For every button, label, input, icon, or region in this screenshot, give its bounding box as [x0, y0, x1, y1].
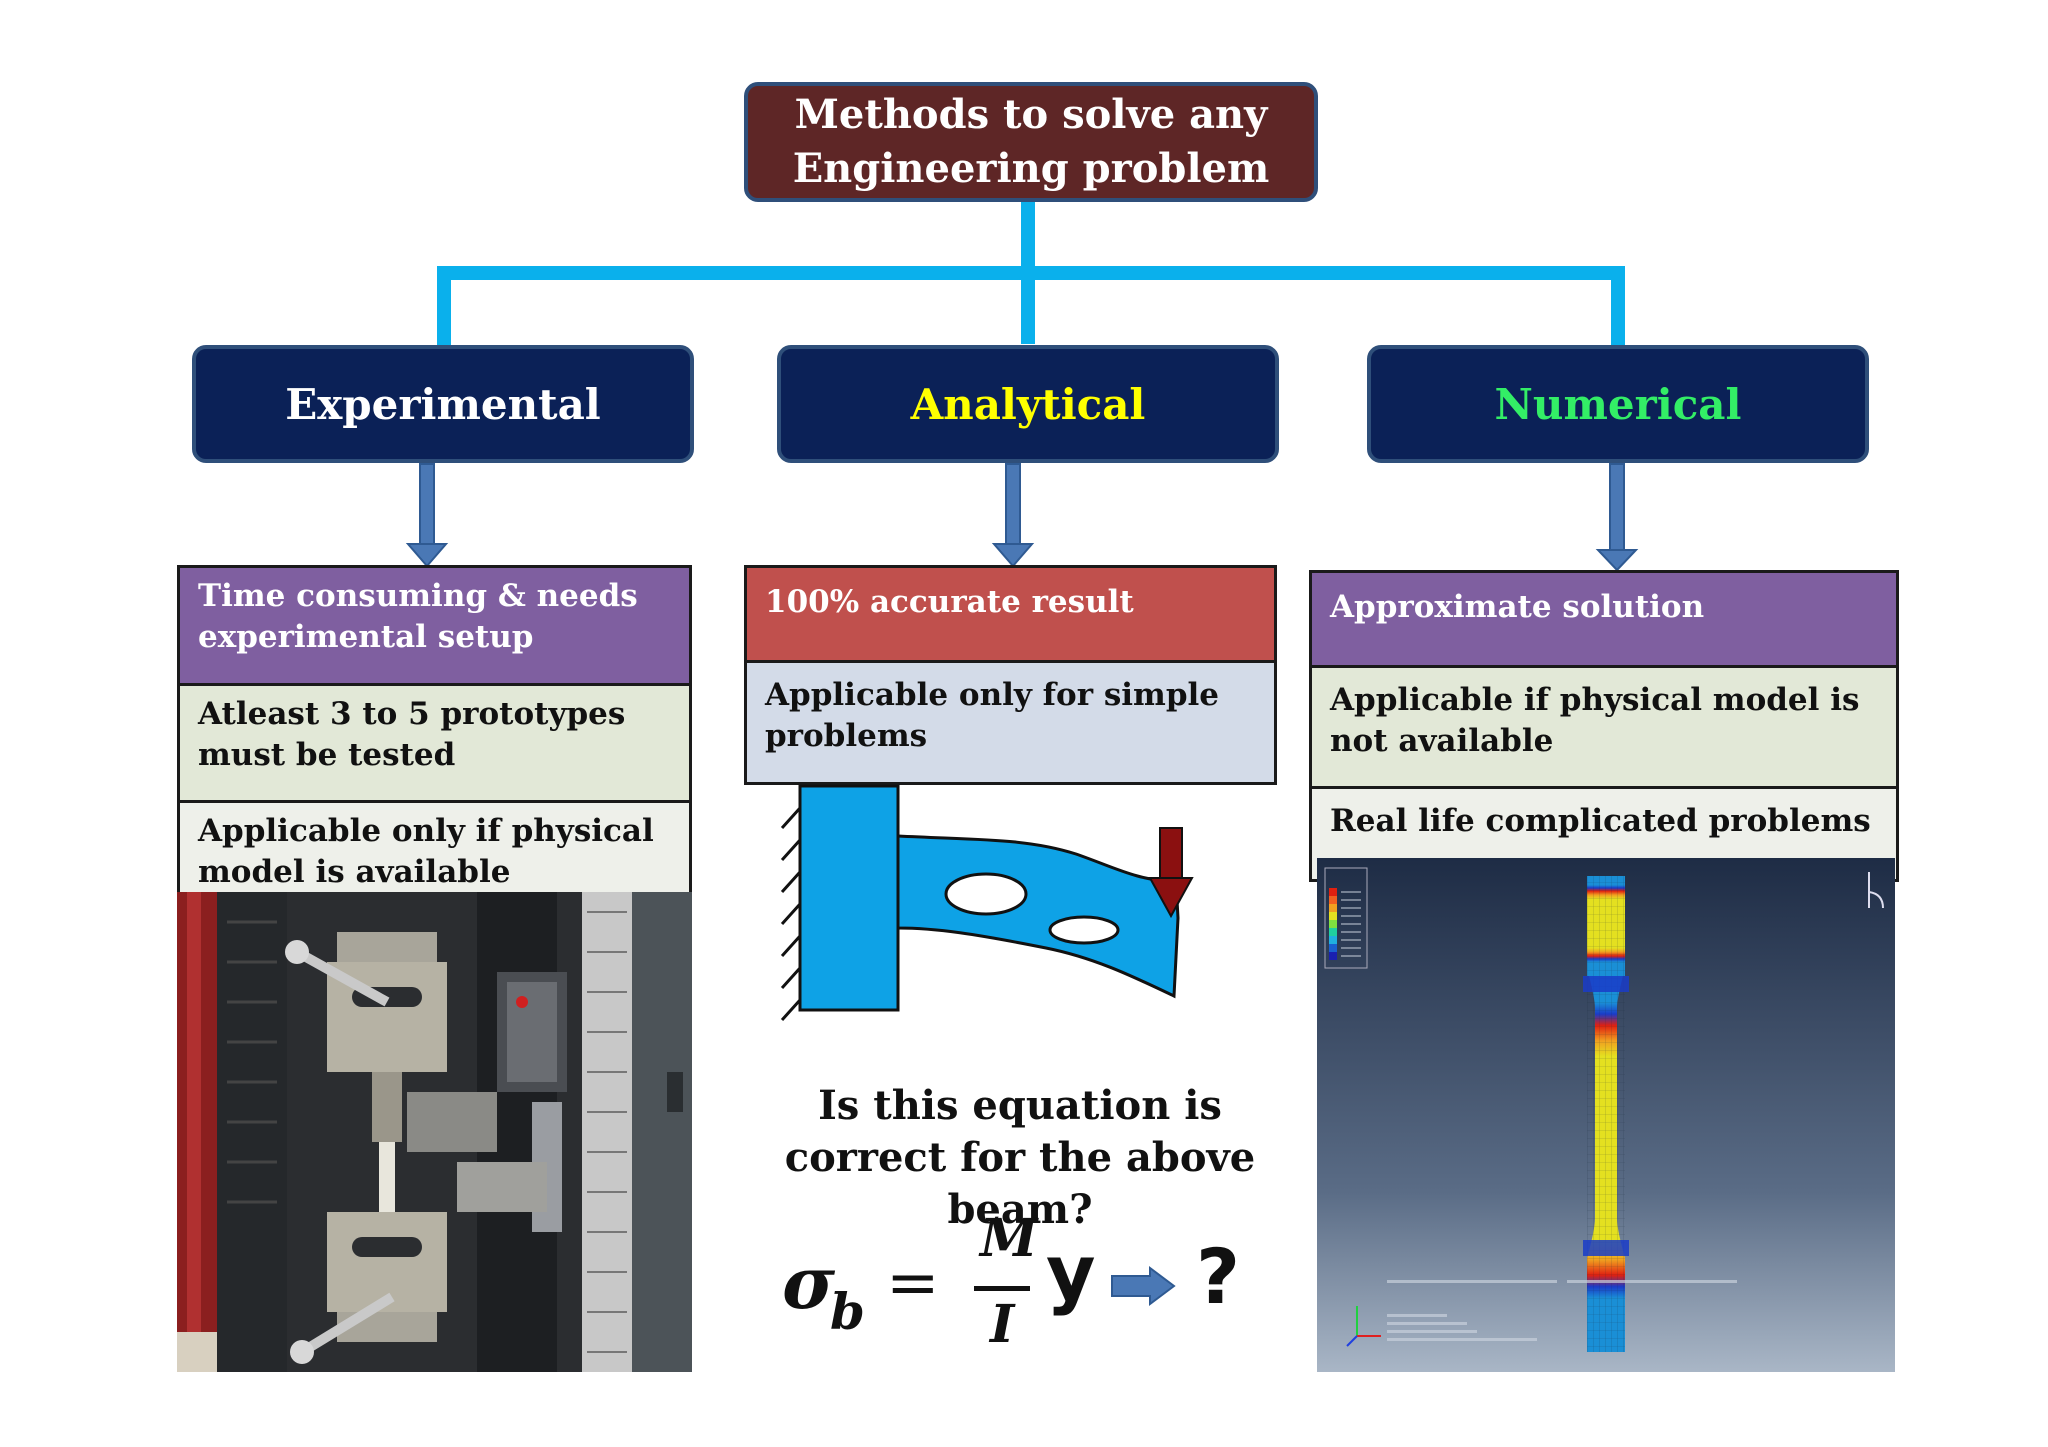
- axis-triad-icon: [1346, 1306, 1381, 1347]
- fea-simulation-image: [1317, 858, 1895, 1372]
- analytical-question: Is this equation is correct for the abov…: [784, 1082, 1256, 1233]
- root-title-line2: Engineering problem: [792, 145, 1270, 192]
- experimental-row-2: Atleast 3 to 5 prototypes must be tested: [177, 686, 692, 803]
- method-experimental-label: Experimental: [285, 379, 601, 429]
- root-title-box: Methods to solve any Engineering problem: [744, 82, 1318, 202]
- beam-hole-2: [1048, 915, 1120, 945]
- equation-fraction-bar: [974, 1286, 1030, 1291]
- support-block: [798, 784, 900, 1012]
- root-title-line1: Methods to solve any: [794, 91, 1268, 138]
- analytical-row-1: 100% accurate result: [744, 565, 1277, 663]
- equation-sigma: σ: [782, 1240, 836, 1325]
- equation-equals: =: [886, 1246, 940, 1320]
- equation-result: ?: [1196, 1232, 1241, 1321]
- method-numerical-label: Numerical: [1494, 379, 1742, 429]
- equation-numerator: M: [980, 1208, 1038, 1269]
- equation-y: y: [1046, 1228, 1096, 1317]
- method-experimental: Experimental: [192, 345, 694, 463]
- analytical-row-2: Applicable only for simple problems: [744, 663, 1277, 785]
- view-triad-icon: [1868, 872, 1884, 909]
- arrow-down-analytical: [991, 463, 1035, 568]
- tensile-test-photo: [177, 892, 692, 1372]
- method-analytical-label: Analytical: [910, 379, 1146, 429]
- equation-subscript: b: [830, 1282, 865, 1341]
- tapered-beam: [896, 834, 1180, 999]
- numerical-row-2: Applicable if physical model is not avai…: [1309, 668, 1899, 789]
- fea-specimen-mesh: [1583, 876, 1629, 1352]
- experimental-properties: Time consuming & needs experimental setu…: [177, 565, 692, 921]
- arrow-down-experimental: [405, 463, 449, 568]
- numerical-row-1: Approximate solution: [1309, 570, 1899, 668]
- arrow-down-numerical: [1595, 463, 1639, 572]
- analytical-properties: 100% accurate result Applicable only for…: [744, 565, 1277, 785]
- method-analytical: Analytical: [777, 345, 1279, 463]
- arrow-right-icon: [1111, 1266, 1176, 1306]
- load-arrow-icon: [1148, 827, 1194, 919]
- fixed-support-hatching: [780, 798, 802, 1022]
- cantilever-beam-diagram: [780, 784, 1194, 1022]
- beam-hole-1: [944, 872, 1028, 916]
- equation-denominator: I: [990, 1294, 1015, 1355]
- fea-legend: [1324, 867, 1368, 969]
- bending-stress-equation: σ b = M I y ?: [776, 1208, 1276, 1360]
- experimental-row-1: Time consuming & needs experimental setu…: [177, 565, 692, 686]
- method-numerical: Numerical: [1367, 345, 1869, 463]
- numerical-properties: Approximate solution Applicable if physi…: [1309, 570, 1899, 882]
